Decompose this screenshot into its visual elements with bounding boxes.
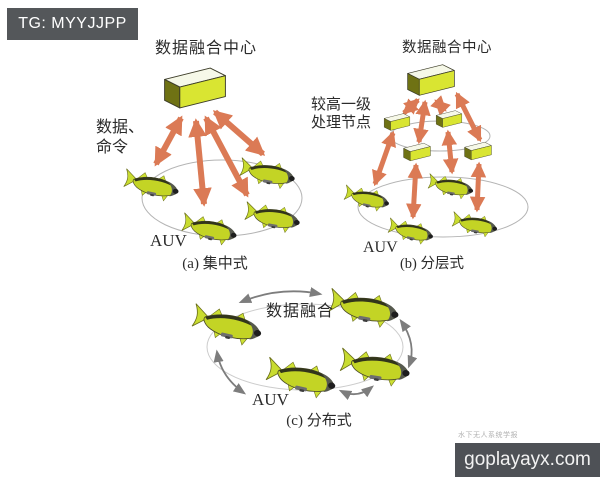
panel-a-side-label: 数据、命令: [96, 118, 144, 158]
panel-b-auv-label: AUV: [363, 239, 398, 256]
panel-a-auv-label: AUV: [150, 231, 187, 250]
panel-a-fusion-center-box-icon: [164, 67, 226, 109]
panel-b-fusion-center-box-icon: [407, 64, 455, 96]
panel-a-side-line1: 数据、: [96, 119, 145, 136]
panel-c-double-arrows: [213, 287, 418, 401]
auv-fish-icon: [341, 183, 392, 214]
auv-fish-icon: [179, 211, 240, 248]
auv-fish-icon: [242, 200, 303, 236]
panel-b-caption: (b) 分层式: [399, 256, 465, 272]
panel-b-title: 数据融合中心: [402, 40, 492, 56]
panel-a-double-arrows: [153, 109, 266, 207]
panel-b-processing-node-box-icon: [436, 110, 462, 128]
panel-c-center-label: 数据融合: [266, 303, 335, 320]
telegram-watermark-badge: TG: MYYJJPP: [7, 8, 138, 40]
site-watermark-badge: goplayayx.com: [455, 443, 600, 477]
panel-c-caption: (c) 分布式: [286, 413, 352, 429]
panel-b-side-line1: 较高一级: [311, 97, 372, 113]
auv-fish-icon: [121, 167, 182, 204]
panel-b-processing-node-box-icon: [403, 142, 431, 162]
panel-a-title: 数据融合中心: [154, 40, 257, 57]
panel-a-caption: (a) 集中式: [182, 256, 248, 272]
panel-b-formation-ellipse: [357, 176, 529, 238]
auv-fish-icon: [337, 346, 413, 390]
panel-b-double-arrows: [372, 91, 487, 220]
panel-b-processing-node-box-icon: [464, 141, 492, 161]
panel-c-auv-label: AUV: [252, 390, 289, 409]
panel-a-side-line2: 命令: [96, 139, 129, 156]
auv-fish-icon: [326, 286, 402, 331]
panel-b-processing-node-box-icon: [384, 113, 410, 131]
auv-fish-icon: [188, 301, 266, 350]
panel-b-side-label: 较高一级处理节点: [311, 96, 371, 132]
panel-b-side-line2: 处理节点: [311, 115, 372, 131]
journal-watermark: 水下无人系统学报: [458, 432, 518, 439]
